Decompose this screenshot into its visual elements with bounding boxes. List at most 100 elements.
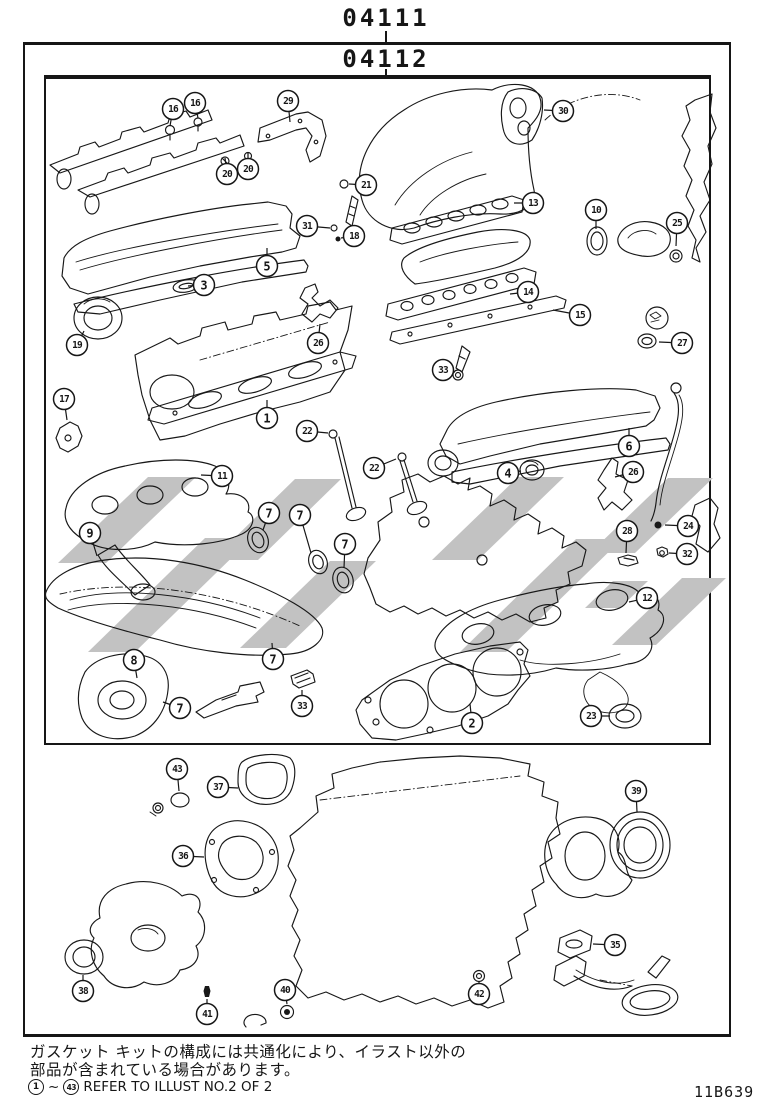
callout-bubble (255, 406, 279, 430)
callout-11: 11 (200, 464, 234, 488)
callout-number: 41 (202, 1009, 213, 1020)
callout-number: 28 (622, 526, 633, 537)
callout-37: 37 (206, 775, 239, 799)
callout-number: 33 (297, 701, 308, 712)
ring-42 (472, 969, 486, 983)
callout-bubble (306, 331, 330, 355)
callout-bubble (467, 982, 491, 1006)
callout-number: 7 (176, 702, 183, 716)
callout-bubble (210, 464, 234, 488)
manifold-gasket-15 (389, 295, 567, 345)
engine-valves-22 (328, 429, 428, 522)
callout-bubble (333, 532, 357, 556)
callout-number: 15 (575, 310, 586, 321)
callout-bubble (206, 775, 230, 799)
callout-7: 7 (333, 532, 357, 569)
callout-number: 16 (190, 98, 201, 109)
callout-bubble (496, 461, 520, 485)
callout-3: 3 (187, 273, 216, 297)
intake-manifold-gasket-13 (389, 195, 525, 245)
valve-stem-seals-7 (247, 526, 354, 594)
callout-5: 5 (255, 248, 279, 278)
callout-bubble (295, 214, 319, 238)
water-pump-gasket-36 (204, 820, 279, 898)
callout-number: 14 (523, 287, 534, 298)
callout-number: 8 (130, 654, 137, 668)
valve-cover-left (61, 201, 309, 315)
sub-part-number: 04112 (342, 45, 430, 73)
callout-number: 37 (213, 782, 223, 793)
callout-number: 7 (269, 653, 276, 667)
callout-21: 21 (348, 173, 378, 197)
callout-number: 7 (265, 507, 272, 521)
callout-bubble (290, 694, 314, 718)
c-clip (243, 1013, 267, 1028)
callout-42: 42 (467, 982, 491, 1006)
callout-bubble (617, 434, 641, 458)
callout-number: 13 (528, 198, 539, 209)
callout-bubble (670, 331, 694, 355)
callout-26: 26 (614, 460, 645, 484)
bracket-26-upper (299, 283, 339, 323)
callout-bubble (354, 173, 378, 197)
camshaft-housing-gaskets (49, 109, 245, 215)
callout-13: 13 (514, 191, 545, 215)
callout-number: 19 (72, 340, 83, 351)
callout-29: 29 (276, 89, 300, 123)
water-outlet-25 (617, 221, 683, 263)
callout-22: 22 (295, 419, 329, 443)
refer-note: 1 ~ 43 REFER TO ILLUST NO.2 OF 2 (28, 1079, 272, 1095)
tilde: ~ (48, 1079, 60, 1095)
callout-bubble (516, 280, 540, 304)
callout-10: 10 (584, 198, 608, 229)
bracket-29 (257, 111, 327, 163)
callout-7: 7 (162, 696, 192, 720)
callout-number: 5 (263, 260, 270, 274)
callout-number: 7 (296, 509, 303, 523)
water-outlet-gasket-30 (500, 88, 544, 145)
callout-bubble (195, 1002, 219, 1026)
callout-16: 16 (161, 97, 185, 127)
circled-number-end: 43 (63, 1079, 80, 1095)
callout-number: 40 (280, 985, 291, 996)
callout-19: 19 (65, 330, 89, 357)
callout-number: 20 (222, 169, 233, 180)
callout-40: 40 (273, 978, 297, 1005)
callout-26: 26 (306, 323, 330, 355)
callout-17: 17 (52, 387, 76, 421)
callout-18: 18 (340, 224, 366, 248)
callout-bubble (261, 647, 285, 671)
callout-bubble (165, 757, 189, 781)
grommet-17 (55, 421, 83, 453)
callout-number: 35 (610, 940, 621, 951)
refer-text: REFER TO ILLUST NO.2 OF 2 (83, 1079, 273, 1095)
callout-number: 26 (313, 338, 324, 349)
callout-number: 42 (474, 989, 484, 1000)
callout-bubble (215, 162, 239, 186)
callout-bubble (615, 519, 639, 543)
callout-25: 25 (665, 211, 689, 247)
callout-bubble (521, 191, 545, 215)
callout-12: 12 (628, 586, 659, 610)
callout-39: 39 (624, 779, 648, 813)
callout-22: 22 (362, 456, 397, 480)
callout-bubble (288, 503, 312, 527)
exhaust-manifold-right (434, 581, 665, 714)
callout-bubble (52, 387, 76, 411)
callout-number: 32 (682, 549, 692, 560)
pin-41 (203, 986, 211, 997)
footer-note-line1: ガスケット キットの構成には共通化により、イラスト以外の (30, 1043, 467, 1061)
inner-diagram-box (44, 75, 711, 745)
callout-bubble (122, 648, 146, 672)
callout-33: 33 (290, 690, 314, 718)
callout-bubble (675, 542, 699, 566)
page-title-part-number: 04111 (342, 4, 430, 32)
intake-plenum (358, 83, 641, 230)
callout-number: 23 (586, 711, 597, 722)
callout-1: 1 (255, 400, 279, 430)
small-seal-40 (279, 1004, 295, 1020)
callout-4: 4 (496, 461, 522, 485)
callout-bubble (183, 91, 207, 115)
callout-bubble (665, 211, 689, 235)
